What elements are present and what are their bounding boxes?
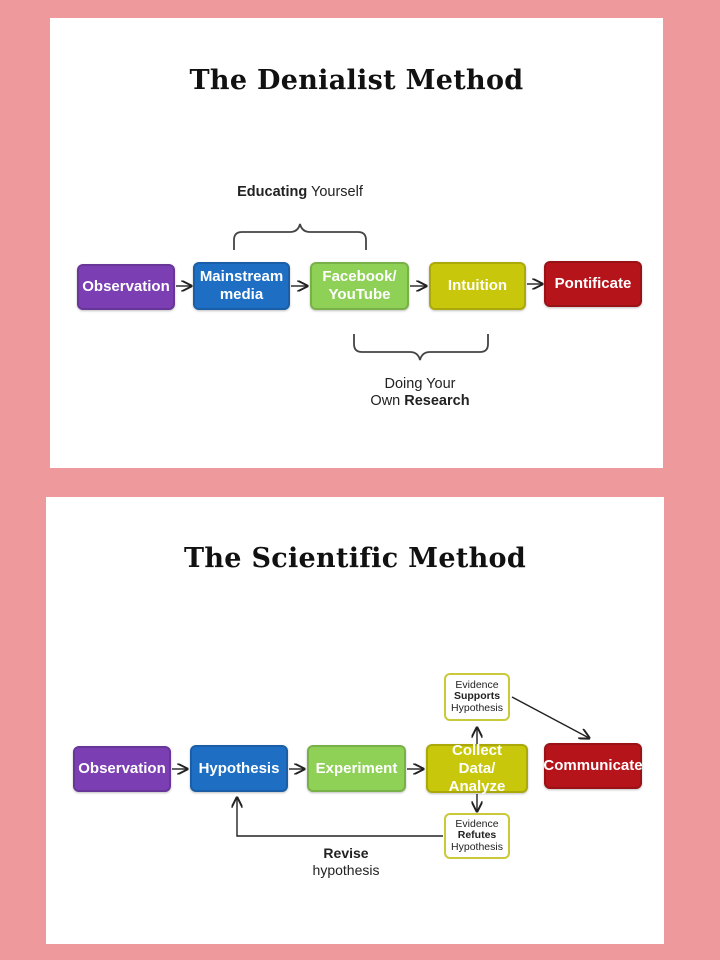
research-bold: Research [404, 393, 470, 409]
revise-hypothesis-label: Revise hypothesis [291, 845, 401, 879]
observation-label: Observation [82, 278, 170, 295]
facebook-youtube-box: Facebook/YouTube [310, 262, 409, 310]
refutes-line2: Refutes [457, 829, 497, 842]
hypothesis-box: Hypothesis [190, 745, 288, 792]
intuition-label: Intuition [447, 277, 508, 294]
experiment-label: Experiment [315, 759, 398, 777]
educating-rest: Yourself [307, 184, 363, 200]
revise-bold: Revise [323, 845, 369, 861]
intuition-box: Intuition [429, 262, 526, 310]
arrow-refutes-hypothesis [237, 798, 443, 837]
facebook-youtube-label: Facebook/YouTube [322, 268, 397, 303]
scientific-observation-box: Observation [73, 746, 171, 792]
denialist-observation-box: Observation [77, 264, 175, 310]
collect-data-box: Collect Data/Analyze [426, 741, 528, 795]
denialist-title: The Denialist Method [189, 65, 524, 96]
refutes-line3: Hypothesis [451, 840, 503, 853]
denialist-connectors [176, 223, 663, 361]
supports-line2: Supports [453, 690, 501, 703]
communicate-label: Communicate [543, 757, 643, 774]
doing-your-own-research-label: Doing Your Own Research [355, 376, 485, 410]
doing-your-line: Doing Your [384, 376, 456, 392]
refutes-line1: Evidence [455, 817, 499, 830]
experiment-box: Experiment [307, 745, 406, 792]
evidence-refutes-box: Evidence Refutes Hypothesis [444, 813, 510, 859]
communicate-box: Communicate [543, 743, 643, 789]
pontificate-label: Pontificate [554, 275, 632, 292]
pontificate-box: Pontificate [544, 261, 642, 307]
supports-line1: Evidence [455, 678, 499, 691]
evidence-supports-box: Evidence Supports Hypothesis [444, 673, 510, 721]
arrow-supports-communicate [511, 696, 589, 738]
own-plain: Own [370, 393, 405, 409]
educating-bold: Educating [237, 184, 308, 200]
collect-data-label: Collect Data/Analyze [448, 741, 506, 795]
hypothesis-plain: hypothesis [312, 862, 380, 878]
scientific-title: The Scientific Method [183, 543, 527, 574]
scientific-panel: The Scientific Method Evidence Supports … [46, 497, 664, 944]
bottom-brace [353, 334, 489, 361]
denialist-panel: The Denialist Method Educating Yourself … [50, 18, 663, 468]
educating-yourself-label: Educating Yourself [220, 184, 380, 201]
top-brace [233, 223, 367, 250]
hypothesis-label: Hypothesis [198, 759, 280, 777]
scientific-connectors [172, 696, 664, 837]
supports-line3: Hypothesis [451, 701, 503, 714]
observation-label: Observation [78, 760, 166, 777]
